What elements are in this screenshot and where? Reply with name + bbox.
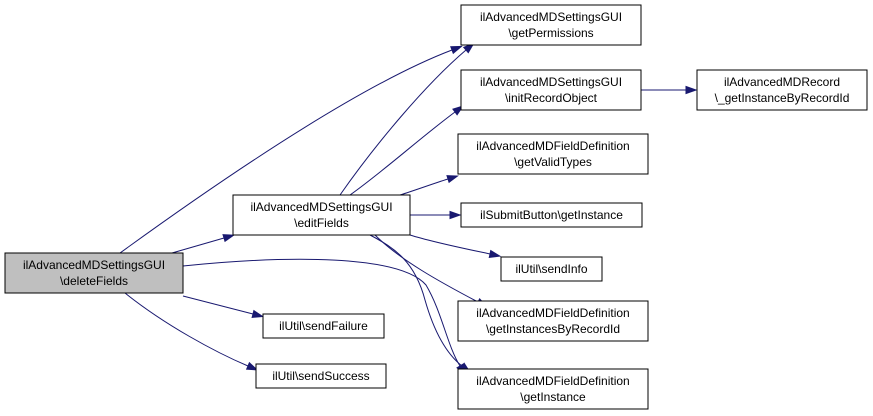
node-label-line: ilAdvancedMDFieldDefinition bbox=[476, 374, 629, 388]
arrowhead-editFields-to-initRecordObject bbox=[452, 105, 465, 116]
call-nodes: ilAdvancedMDSettingsGUI\deleteFieldsilAd… bbox=[4, 4, 868, 410]
node-box bbox=[460, 69, 642, 111]
edge-deleteFields-to-fieldGetInstance bbox=[182, 258, 461, 367]
node-label-line: \editFields bbox=[294, 216, 349, 230]
node-initRecordObject[interactable]: ilAdvancedMDSettingsGUI \initRecordObject bbox=[460, 69, 642, 111]
node-deleteFields[interactable]: ilAdvancedMDSettingsGUI \deleteFields bbox=[4, 252, 184, 294]
arrowhead-editFields-to-sendInfo bbox=[488, 249, 502, 259]
node-label-line: ilAdvancedMDFieldDefinition bbox=[476, 139, 629, 153]
node-label-line: ilAdvancedMDRecord bbox=[724, 75, 840, 89]
node-getInstancesByRecordId[interactable]: ilAdvancedMDFieldDefinition \getInstances… bbox=[457, 300, 649, 342]
node-getValidTypes[interactable]: ilAdvancedMDFieldDefinition \getValidType… bbox=[457, 133, 649, 175]
call-edges bbox=[119, 42, 698, 376]
edge-deleteFields-to-editFields bbox=[171, 237, 225, 254]
node-submitGetInstance[interactable]: ilSubmitButton\getInstance bbox=[460, 202, 643, 228]
node-box bbox=[460, 202, 643, 228]
node-sendInfo[interactable]: ilUtil\sendInfo bbox=[500, 256, 603, 282]
edge-editFields-to-getInstancesByRecordId bbox=[374, 234, 479, 303]
node-label-line: ilUtil\sendInfo bbox=[515, 262, 587, 276]
edge-editFields-to-fieldGetInstance bbox=[369, 234, 463, 367]
edge-deleteFields-to-getPermissions bbox=[119, 49, 453, 254]
node-box bbox=[262, 313, 385, 339]
node-label-line: ilUtil\sendSuccess bbox=[272, 369, 369, 383]
node-editFields[interactable]: ilAdvancedMDSettingsGUI \editFields bbox=[232, 194, 411, 236]
arrowhead-deleteFields-to-sendSuccess bbox=[245, 361, 259, 371]
node-box bbox=[696, 69, 868, 111]
edge-editFields-to-initRecordObject bbox=[349, 111, 456, 196]
node-box bbox=[457, 300, 649, 342]
arrowhead-deleteFields-to-editFields bbox=[222, 234, 236, 243]
node-box bbox=[457, 133, 649, 175]
node-box bbox=[460, 4, 642, 46]
node-label-line: \getInstance bbox=[520, 390, 586, 404]
edge-editFields-to-getPermissions bbox=[339, 49, 467, 196]
node-box bbox=[232, 194, 411, 236]
node-label-line: \getPermissions bbox=[508, 26, 593, 40]
node-sendSuccess[interactable]: ilUtil\sendSuccess bbox=[255, 363, 387, 389]
arrowhead-deleteFields-to-getPermissions bbox=[450, 45, 463, 55]
node-label-line: ilAdvancedMDSettingsGUI bbox=[250, 200, 392, 214]
node-label-line: ilAdvancedMDSettingsGUI bbox=[480, 75, 622, 89]
node-getInstanceByRecordId[interactable]: ilAdvancedMDRecord \_getInstanceByRecordI… bbox=[696, 69, 868, 111]
node-label-line: ilAdvancedMDSettingsGUI bbox=[23, 258, 165, 272]
node-box bbox=[457, 368, 649, 410]
edge-editFields-to-getValidTypes bbox=[399, 178, 449, 196]
node-label-line: \initRecordObject bbox=[505, 91, 598, 105]
node-label-line: \getValidTypes bbox=[514, 155, 592, 169]
edge-deleteFields-to-sendSuccess bbox=[124, 292, 249, 367]
node-label-line: ilAdvancedMDFieldDefinition bbox=[476, 306, 629, 320]
edge-deleteFields-to-sendFailure bbox=[182, 295, 254, 315]
node-sendFailure[interactable]: ilUtil\sendFailure bbox=[262, 313, 385, 339]
node-box bbox=[4, 252, 184, 294]
arrowhead-editFields-to-getValidTypes bbox=[446, 175, 459, 184]
node-label-line: ilAdvancedMDSettingsGUI bbox=[480, 10, 622, 24]
node-getPermissions[interactable]: ilAdvancedMDSettingsGUI \getPermissions bbox=[460, 4, 642, 46]
arrowhead-initRecordObject-to-getInstanceByRecordId bbox=[685, 85, 698, 95]
node-box bbox=[255, 363, 387, 389]
arrowhead-deleteFields-to-sendFailure bbox=[251, 309, 265, 318]
node-label-line: \_getInstanceByRecordId bbox=[715, 91, 850, 105]
node-label-line: ilUtil\sendFailure bbox=[279, 319, 368, 333]
node-label-line: \getInstancesByRecordId bbox=[486, 322, 620, 336]
arrowhead-editFields-to-submitGetInstance bbox=[449, 210, 462, 220]
node-label-line: \deleteFields bbox=[60, 274, 128, 288]
edge-editFields-to-sendInfo bbox=[409, 234, 491, 255]
node-fieldGetInstance[interactable]: ilAdvancedMDFieldDefinition \getInstance bbox=[457, 368, 649, 410]
node-label-line: ilSubmitButton\getInstance bbox=[480, 208, 623, 222]
node-box bbox=[500, 256, 603, 282]
